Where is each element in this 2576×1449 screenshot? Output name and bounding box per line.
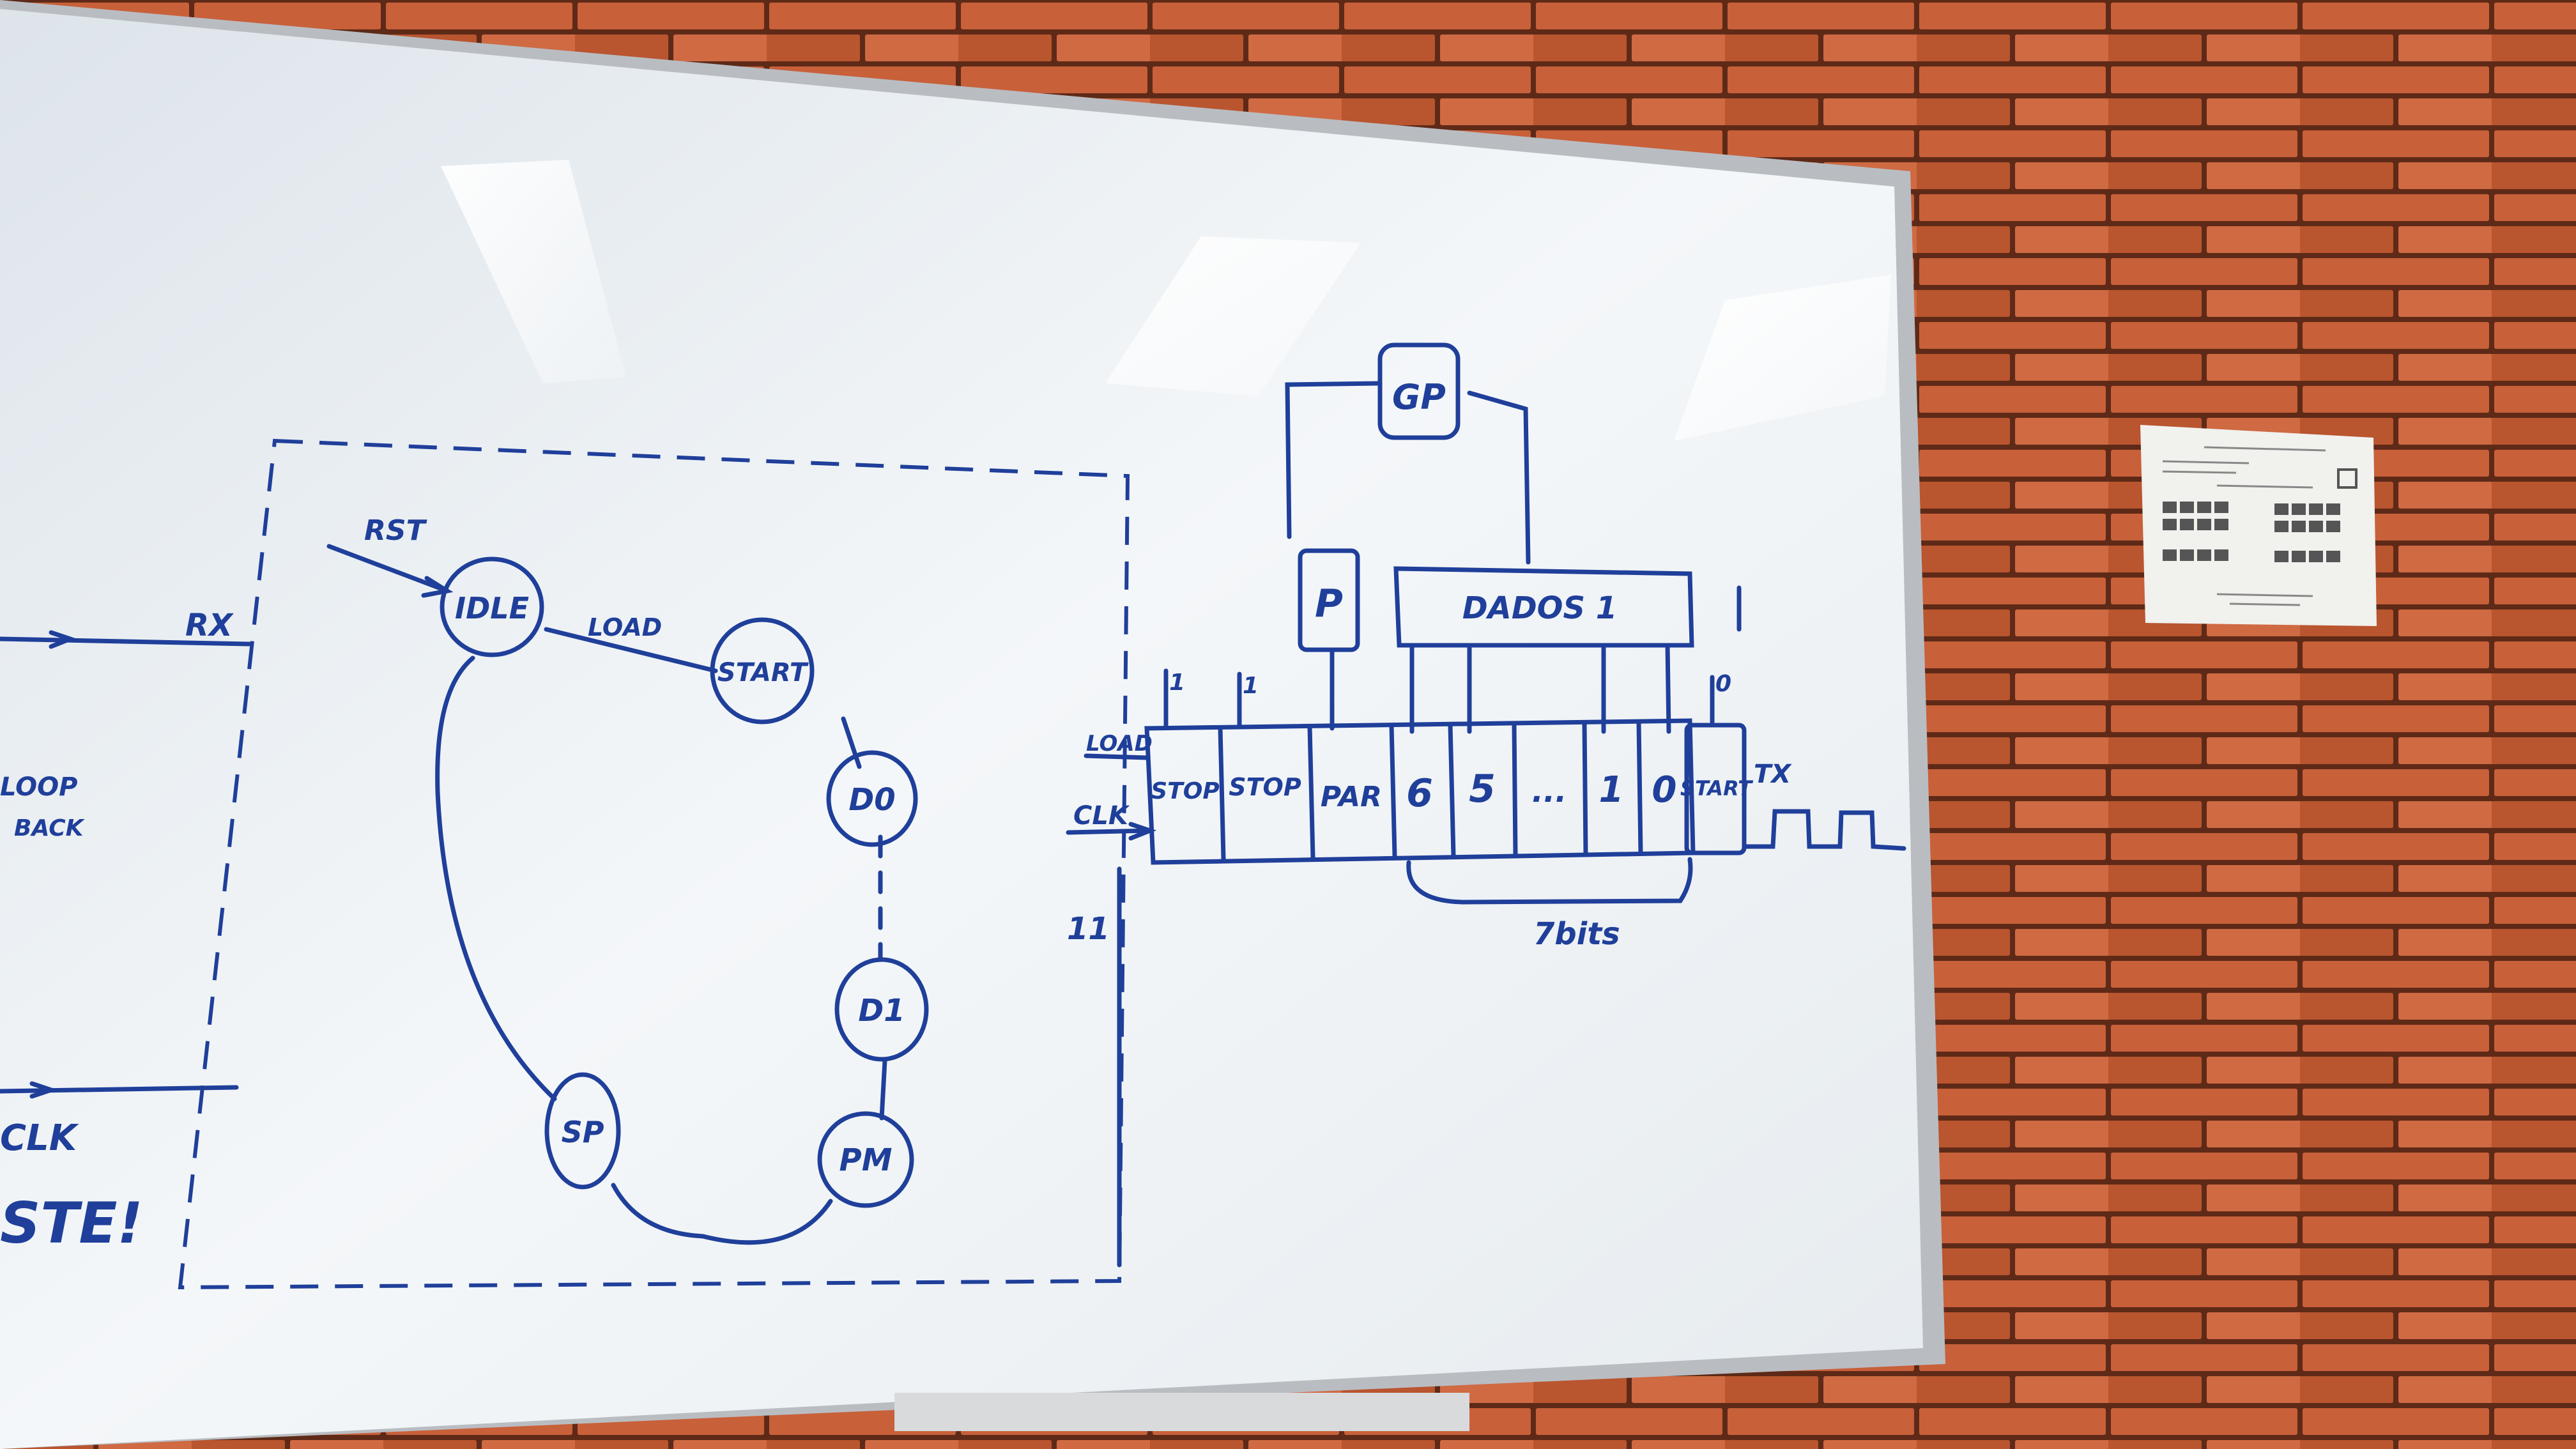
state-pm <box>817 1111 914 1208</box>
p-box <box>1298 548 1360 652</box>
teste-label: STE! <box>0 1190 143 1256</box>
state-start-label: START <box>717 658 809 687</box>
clk-left-label: CLK <box>0 1117 79 1159</box>
cell-6: 6 <box>1406 771 1433 816</box>
gp-label: GP <box>1392 377 1446 417</box>
cell-stop-1: STOP <box>1151 778 1219 804</box>
cell-start: START <box>1680 776 1753 801</box>
loop-label: LOOP <box>0 772 77 802</box>
state-sp <box>544 1072 621 1190</box>
cell-1: 1 <box>1599 769 1624 811</box>
side-mark: 11 <box>1067 911 1110 947</box>
light-reflection <box>1105 236 1361 396</box>
dados-label: DADOS 1 <box>1462 590 1617 626</box>
light-reflection <box>441 160 626 383</box>
start-cell <box>1684 723 1747 855</box>
marker-tray <box>894 1393 1469 1431</box>
tx-label: TX <box>1754 760 1792 789</box>
cell-par: PAR <box>1321 781 1382 813</box>
state-d0 <box>826 750 918 847</box>
load-register-label: LOAD <box>1086 731 1153 756</box>
init-mark-2: 1 <box>1243 673 1259 699</box>
state-start <box>710 617 815 724</box>
fsm-transitions <box>326 544 887 1245</box>
fsm-dashed-box <box>178 438 1130 1290</box>
state-d1-label: D1 <box>858 993 905 1029</box>
left-fragment <box>0 630 252 1099</box>
cell-ellipsis: ... <box>1532 774 1567 809</box>
cell-0: 0 <box>1652 769 1677 811</box>
state-pm-label: PM <box>839 1142 893 1178</box>
state-idle-label: IDLE <box>455 591 529 625</box>
dados-box <box>1393 566 1694 648</box>
rst-label: RST <box>364 514 427 547</box>
state-d0-label: D0 <box>848 782 895 818</box>
register-wiring <box>1066 342 1906 1268</box>
cell-5: 5 <box>1469 767 1496 811</box>
whiteboard <box>0 9 1923 1449</box>
init-mark-3: 0 <box>1715 671 1731 697</box>
state-idle <box>440 556 544 657</box>
gp-box <box>1377 342 1460 440</box>
state-sp-label: SP <box>562 1115 604 1149</box>
state-d1 <box>834 957 929 1062</box>
light-reflection <box>1674 275 1891 441</box>
rx-label: RX <box>185 608 234 643</box>
clk-register-label: CLK <box>1073 801 1130 831</box>
init-mark-1: 1 <box>1169 670 1185 696</box>
p-label: P <box>1315 581 1343 626</box>
cell-stop-2: STOP <box>1229 773 1301 801</box>
load-fsm-label: LOAD <box>588 613 662 641</box>
wall-poster <box>2140 425 2377 626</box>
back-label: BACK <box>14 815 86 841</box>
bits-label: 7bits <box>1533 916 1620 952</box>
fsm-states <box>440 556 929 1208</box>
